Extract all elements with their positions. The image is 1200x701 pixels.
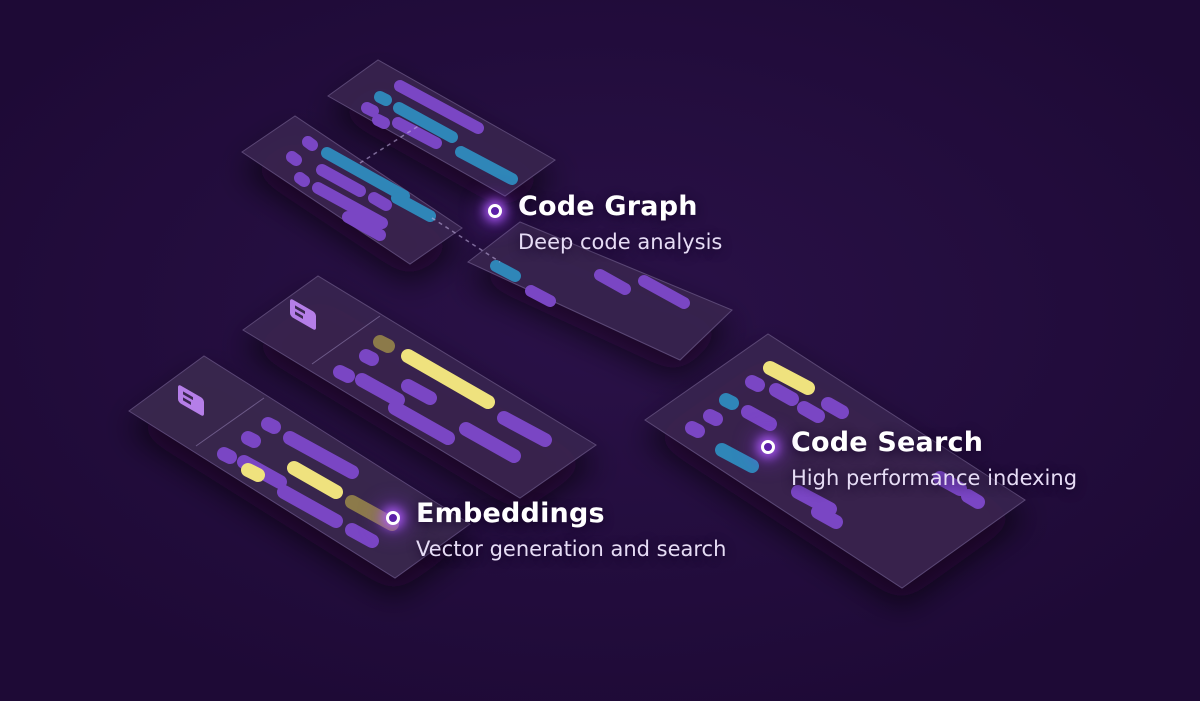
code-graph-card-left-bars: [286, 136, 436, 241]
feature-embeddings: Embeddings Vector generation and search: [386, 497, 727, 563]
code-graph-card-right: [467, 221, 733, 361]
feature-subtitle: Vector generation and search: [416, 537, 727, 561]
feature-subtitle: High performance indexing: [791, 466, 1078, 490]
feature-title: Code Search: [791, 427, 984, 458]
glow-dot-icon: [386, 511, 400, 525]
document-icon: [178, 385, 204, 416]
embeddings-card-front-bars: [217, 417, 399, 548]
code-graph-card-right-bars: [490, 260, 690, 309]
document-icon: [290, 299, 316, 330]
feature-title: Code Graph: [518, 191, 698, 222]
embeddings-card-back-bars: [333, 335, 552, 463]
feature-code-search: Code Search High performance indexing: [761, 426, 1078, 492]
embeddings-card-back-divider: [311, 315, 381, 365]
feature-subtitle: Deep code analysis: [518, 230, 723, 254]
embeddings-card-front-divider: [195, 397, 265, 447]
glow-dot-icon: [761, 440, 775, 454]
feature-code-graph: Code Graph Deep code analysis: [488, 190, 723, 256]
code-graph-card-back-bars: [361, 80, 518, 185]
code-search-card-bars: [685, 361, 985, 529]
code-graph-connector: [359, 124, 501, 263]
code-search-card: [644, 333, 1026, 589]
glow-dot-icon: [488, 204, 502, 218]
feature-title: Embeddings: [416, 498, 605, 529]
